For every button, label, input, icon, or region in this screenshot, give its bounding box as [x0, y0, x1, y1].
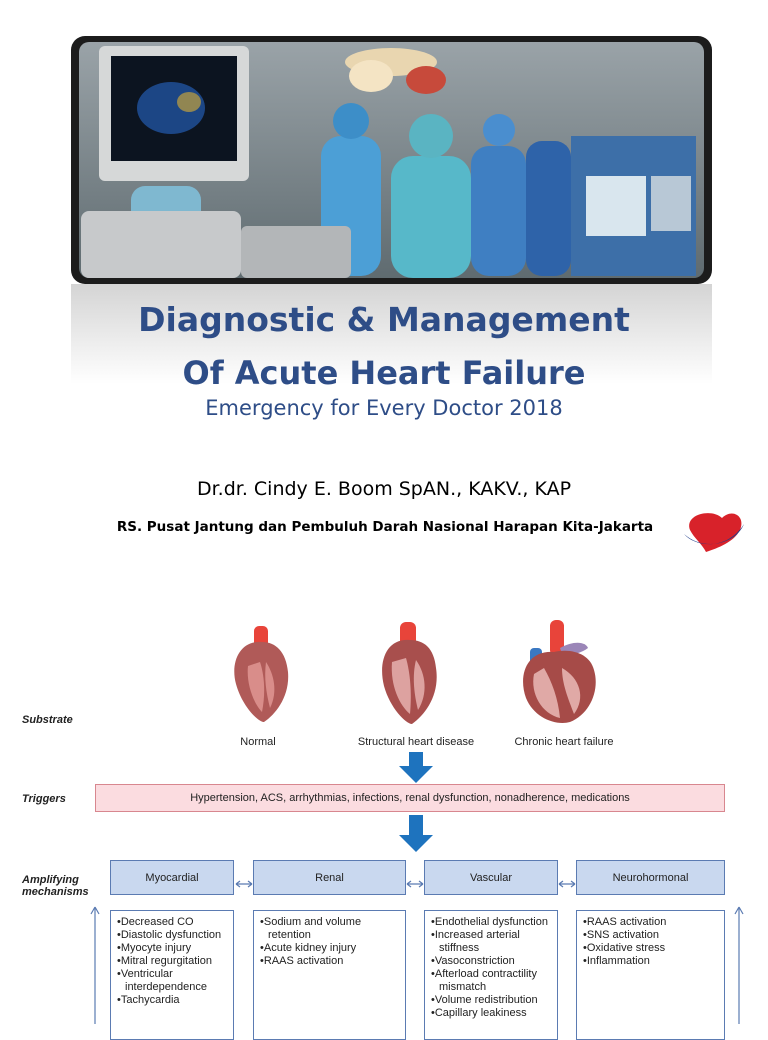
up-arrow-icon: [734, 906, 744, 1028]
list-item: Inflammation: [583, 955, 718, 968]
list-item: Sodium and volume retention: [260, 916, 399, 942]
triggers-label: Triggers: [22, 793, 66, 805]
list-item: RAAS activation: [260, 955, 399, 968]
hospital-name: RS. Pusat Jantung dan Pembuluh Darah Nas…: [116, 519, 654, 535]
list-item: Capillary leakiness: [431, 1007, 551, 1020]
down-arrow-icon: [398, 752, 434, 788]
myocardial-details: Decreased CO Diastolic dysfunction Myocy…: [110, 910, 234, 1040]
down-arrow-icon: [398, 815, 434, 857]
list-item: Vasoconstriction: [431, 955, 551, 968]
double-arrow-icon: [235, 873, 253, 892]
slide-title-line2: Of Acute Heart Failure: [182, 354, 586, 392]
up-arrow-icon: [90, 906, 100, 1028]
list-item: RAAS activation: [583, 916, 718, 929]
mechanism-myocardial: Myocardial: [110, 860, 234, 895]
amplifying-label: Amplifying mechanisms: [22, 874, 89, 898]
normal-caption: Normal: [240, 736, 276, 748]
mechanism-neurohormonal: Neurohormonal: [576, 860, 725, 895]
substrate-label: Substrate: [22, 714, 73, 726]
chronic-caption: Chronic heart failure: [514, 736, 614, 748]
list-item: Ventricular interdependence: [117, 968, 227, 994]
renal-details: Sodium and volume retention Acute kidney…: [253, 910, 406, 1040]
hospital-logo: [682, 504, 746, 558]
structural-heart-icon: [378, 620, 442, 730]
slide-subtitle: Emergency for Every Doctor 2018: [205, 396, 563, 420]
normal-heart-icon: [230, 622, 294, 730]
operating-room-photo: [71, 36, 712, 284]
list-item: Oxidative stress: [583, 942, 718, 955]
double-arrow-icon: [406, 873, 424, 892]
list-item: SNS activation: [583, 929, 718, 942]
double-arrow-icon: [558, 873, 576, 892]
mechanism-renal: Renal: [253, 860, 406, 895]
list-item: Myocyte injury: [117, 942, 227, 955]
photo-reflection: [71, 284, 712, 384]
list-item: Decreased CO: [117, 916, 227, 929]
neurohormonal-details: RAAS activation SNS activation Oxidative…: [576, 910, 725, 1040]
vascular-details: Endothelial dysfunction Increased arteri…: [424, 910, 558, 1040]
triggers-box: Hypertension, ACS, arrhythmias, infectio…: [95, 784, 725, 812]
list-item: Tachycardia: [117, 994, 227, 1007]
list-item: Mitral regurgitation: [117, 955, 227, 968]
list-item: Endothelial dysfunction: [431, 916, 551, 929]
chronic-heart-icon: [520, 618, 600, 732]
list-item: Increased arterial stiffness: [431, 929, 551, 955]
list-item: Afterload contractility mismatch: [431, 968, 551, 994]
structural-caption: Structural heart disease: [357, 736, 475, 748]
slide-title-line1: Diagnostic & Management: [138, 300, 630, 339]
list-item: Volume redistribution: [431, 994, 551, 1007]
list-item: Diastolic dysfunction: [117, 929, 227, 942]
author-name: Dr.dr. Cindy E. Boom SpAN., KAKV., KAP: [196, 478, 572, 500]
mechanism-vascular: Vascular: [424, 860, 558, 895]
list-item: Acute kidney injury: [260, 942, 399, 955]
